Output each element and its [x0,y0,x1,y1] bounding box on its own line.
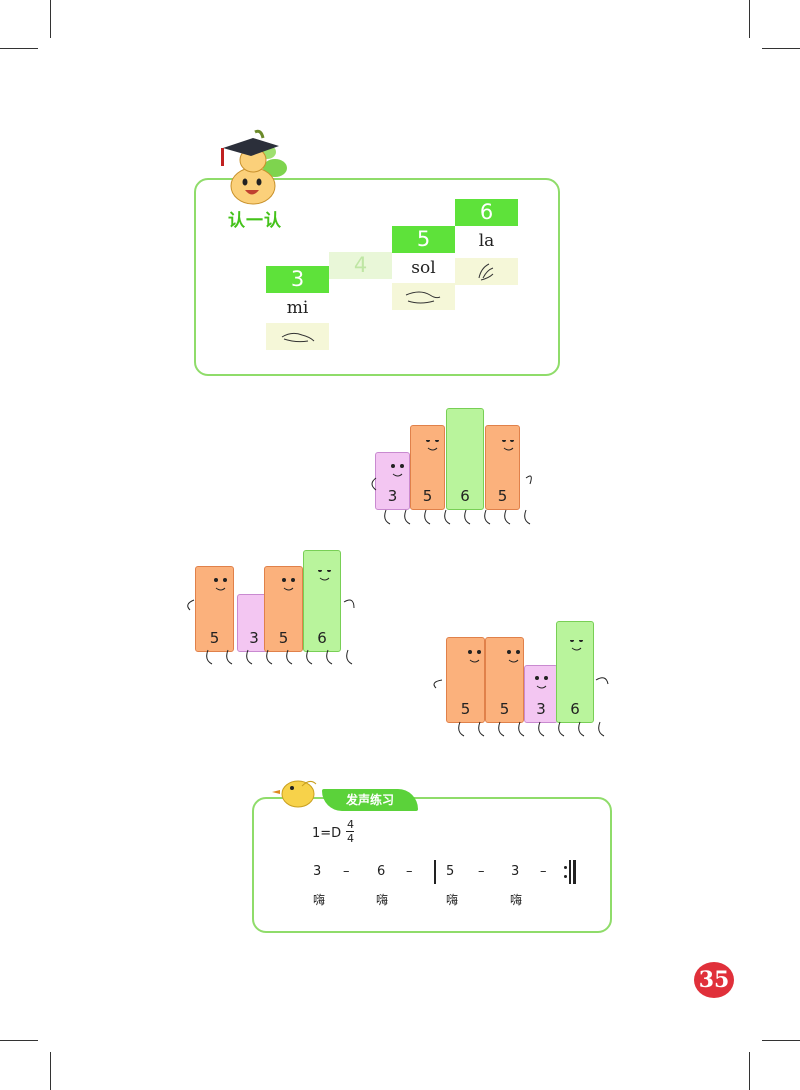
block-faces-group-2 [187,570,355,665]
score-note: 3 [511,864,520,879]
bar-line [434,860,436,884]
score-dash: – [540,864,547,879]
score-note: 5 [446,864,455,879]
hand-sign-la [455,258,518,285]
block-number: 6 [460,487,470,505]
block-character: 6 [446,408,484,510]
block-character: 3 [524,665,558,723]
repeat-dot [564,875,567,878]
lyric: 嗨 [446,893,459,907]
crop-mark [749,0,750,38]
block-number: 6 [570,700,580,718]
lyric: 嗨 [376,893,389,907]
hand-sign-icon [281,332,315,343]
block-number: 3 [536,700,546,718]
lyric: 嗨 [313,893,326,907]
block-number: 6 [317,629,327,647]
crop-mark [50,0,51,38]
score-note: 6 [377,864,386,879]
block-number: 5 [499,700,510,718]
score-note: 3 [313,864,322,879]
lyric: 嗨 [510,893,523,907]
repeat-bar-thick [573,860,576,884]
crop-mark [0,48,38,49]
crop-mark [762,1040,800,1041]
block-number: 5 [278,629,289,647]
block-number: 3 [249,629,259,647]
syllable-la: la [478,231,495,251]
block-faces-group-1 [371,440,532,525]
hand-sign-icon [478,263,494,281]
syllable-sol: sol [411,258,436,278]
crop-mark [50,1052,51,1090]
crop-mark [0,1040,38,1041]
block-character: 3 [375,452,410,510]
time-sig-line [346,831,354,832]
gourd-mascot-icon [221,129,287,205]
block-character: 6 [303,550,341,652]
crop-mark [762,48,800,49]
recognize-title: 认一认 [228,211,282,231]
block-number: 5 [422,487,433,505]
block-character: 6 [556,621,594,723]
time-sig-bottom: 4 [347,832,354,845]
block-number: 5 [209,629,220,647]
score-dash: – [478,864,485,879]
key-signature: 1=D [312,826,342,841]
block-number: 3 [387,487,398,505]
score-dash: – [343,864,350,879]
block-faces-group-3 [433,640,609,737]
repeat-bar-thin [569,860,571,884]
note-block-6: 6 [455,199,518,226]
syllable-mi: mi [286,298,309,318]
chick-mascot-icon [272,780,317,808]
page-number-badge: 35 [694,962,734,998]
hand-sign-sol [392,283,455,310]
crop-mark [749,1052,750,1090]
block-number: 5 [497,487,508,505]
time-sig-top: 4 [347,818,354,831]
vocal-practice-panel [252,797,612,933]
vocal-practice-title: 发声练习 [322,789,418,811]
note-block-5: 5 [392,226,455,253]
score-dash: – [406,864,413,879]
repeat-dot [564,866,567,869]
note-block-4: 4 [329,252,392,279]
hand-sign-mi [266,323,329,350]
block-number: 5 [460,700,471,718]
note-block-3: 3 [266,266,329,293]
hand-sign-icon [405,291,441,304]
